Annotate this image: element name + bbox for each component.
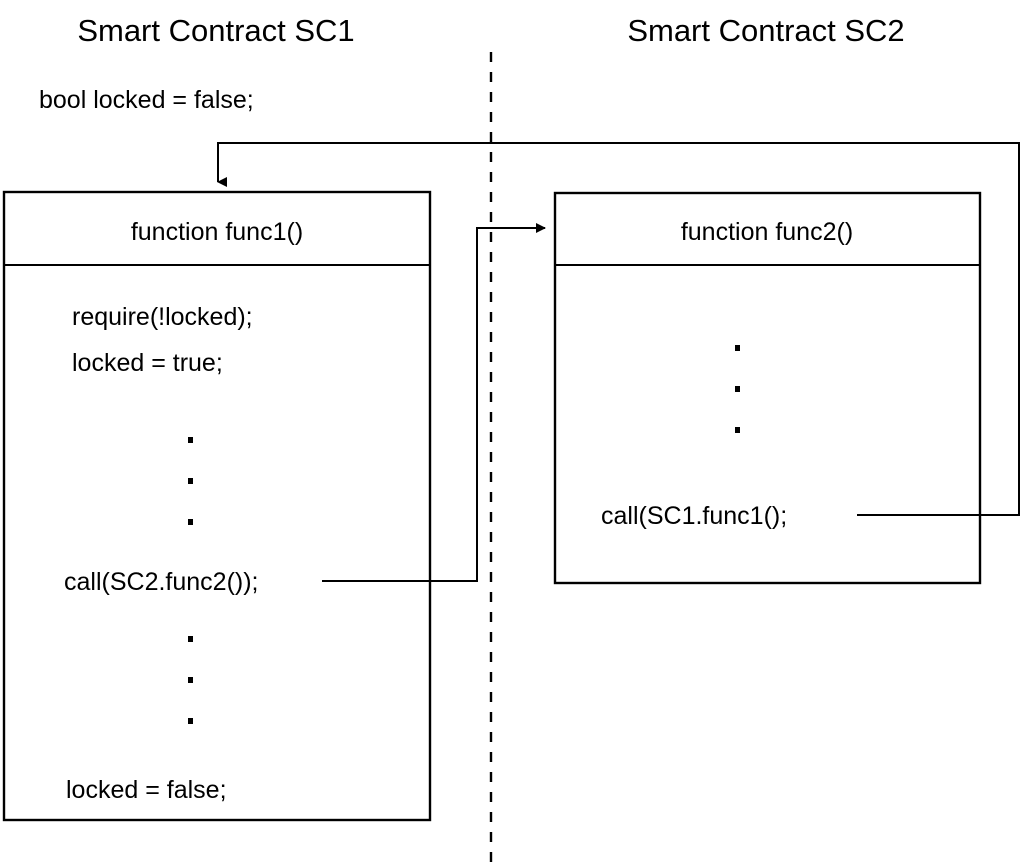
state-variable-declaration: bool locked = false; xyxy=(39,86,254,114)
func1-statement-lock: locked = true; xyxy=(72,349,223,377)
func2-ellipsis-dot-2 xyxy=(735,386,740,392)
func1-ellipsis-dot-1 xyxy=(188,437,193,443)
func2-box xyxy=(553,191,982,585)
func1-statement-unlock: locked = false; xyxy=(66,776,227,804)
contract-title-sc2: Smart Contract SC2 xyxy=(627,13,904,48)
func2-header-label: function func2() xyxy=(681,218,853,246)
func1-statement-require: require(!locked); xyxy=(72,303,253,331)
reentrancy-arrow-func2-to-func1 xyxy=(217,142,1020,516)
func2-ellipsis-dot-1 xyxy=(735,345,740,351)
func1-ellipsis-dot-3 xyxy=(188,519,193,525)
func1-header-label: function func1() xyxy=(131,218,303,246)
func1-ellipsis-dot-6 xyxy=(188,718,193,724)
func1-ellipsis-dot-5 xyxy=(188,677,193,683)
contract-title-sc1: Smart Contract SC1 xyxy=(77,13,354,48)
func1-ellipsis-dot-4 xyxy=(188,636,193,642)
func1-statement-call-sc2: call(SC2.func2()); xyxy=(64,568,259,596)
func1-box xyxy=(2,190,432,822)
call-arrow-func1-to-func2 xyxy=(322,223,546,582)
func2-ellipsis-dot-3 xyxy=(735,427,740,433)
func1-ellipsis-dot-2 xyxy=(188,478,193,484)
func2-statement-call-sc1: call(SC1.func1(); xyxy=(601,502,787,530)
